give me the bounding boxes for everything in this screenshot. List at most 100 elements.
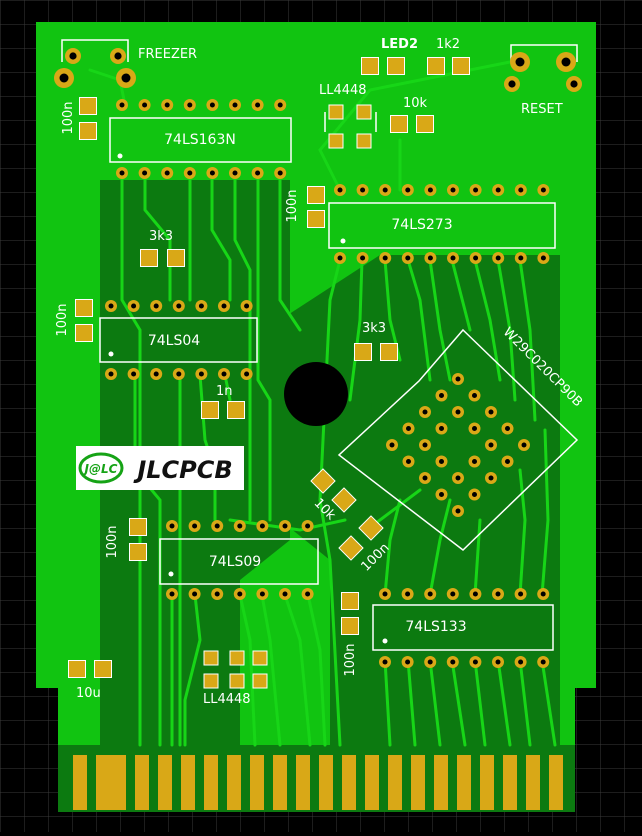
label-ll4448-top: LL4448 bbox=[319, 83, 367, 98]
connector-finger bbox=[480, 755, 494, 810]
pad-drill bbox=[108, 371, 114, 377]
pad-drill bbox=[422, 442, 428, 448]
connector-finger bbox=[250, 755, 264, 810]
smd-pad bbox=[341, 617, 359, 635]
label-74ls273: 74LS273 bbox=[391, 217, 452, 233]
pad-drill bbox=[450, 187, 456, 193]
pad-drill bbox=[439, 393, 444, 398]
pad-drill bbox=[360, 187, 366, 193]
label-3k3-mid: 3k3 bbox=[362, 321, 386, 336]
freezer-switch-outline bbox=[61, 39, 129, 62]
pad-drill bbox=[232, 102, 238, 108]
label-74ls04: 74LS04 bbox=[148, 333, 200, 349]
pad-drill bbox=[495, 187, 501, 193]
pad-drill bbox=[119, 102, 125, 108]
pad-drill bbox=[540, 187, 546, 193]
smd-pad bbox=[79, 122, 97, 140]
pad-drill bbox=[360, 255, 366, 261]
pad-drill bbox=[119, 170, 125, 176]
pad-drill bbox=[305, 591, 311, 597]
pad-drill bbox=[450, 659, 456, 665]
pad-drill bbox=[198, 303, 204, 309]
label-ll4448-bottom: LL4448 bbox=[203, 692, 251, 707]
pad-drill bbox=[518, 591, 524, 597]
pad-drill bbox=[540, 255, 546, 261]
pad-drill bbox=[114, 52, 122, 60]
pad-drill bbox=[540, 591, 546, 597]
pad-drill bbox=[187, 170, 193, 176]
pad-drill bbox=[214, 591, 220, 597]
pad-drill bbox=[337, 255, 343, 261]
label-100n-3: 100n bbox=[55, 303, 70, 336]
pad-drill bbox=[221, 303, 227, 309]
logo-mark: J@LC bbox=[83, 462, 118, 476]
pad-drill bbox=[282, 523, 288, 529]
pad-drill bbox=[192, 523, 198, 529]
label-reset: RESET bbox=[521, 102, 563, 117]
pad-drill bbox=[305, 523, 311, 529]
pad-drill bbox=[405, 659, 411, 665]
pad-drill bbox=[472, 459, 477, 464]
pad-drill bbox=[131, 371, 137, 377]
connector-finger bbox=[342, 755, 356, 810]
pad-drill bbox=[495, 659, 501, 665]
smd-pad bbox=[356, 133, 372, 149]
pad-drill bbox=[237, 523, 243, 529]
pad-drill bbox=[169, 591, 175, 597]
pad-drill bbox=[405, 591, 411, 597]
connector-finger bbox=[457, 755, 471, 810]
pad-drill bbox=[187, 102, 193, 108]
connector-finger bbox=[319, 755, 333, 810]
traces bbox=[88, 58, 557, 747]
pad-drill bbox=[472, 492, 477, 497]
pad-drill bbox=[142, 102, 148, 108]
pad-drill bbox=[495, 255, 501, 261]
pad-drill bbox=[455, 376, 461, 382]
smd-pad bbox=[390, 115, 408, 133]
smd-pad bbox=[227, 401, 245, 419]
pad-drill bbox=[488, 475, 494, 481]
pad-drill bbox=[282, 591, 288, 597]
pad-drill bbox=[427, 659, 433, 665]
pad-drill bbox=[153, 371, 159, 377]
pad-drill bbox=[508, 80, 516, 88]
pad-drill bbox=[422, 475, 428, 481]
pad-drill bbox=[259, 523, 265, 529]
smd-pad bbox=[203, 650, 219, 666]
pad-drill bbox=[169, 523, 175, 529]
pad-drill bbox=[153, 303, 159, 309]
pad-drill bbox=[450, 591, 456, 597]
label-100n-2: 100n bbox=[285, 189, 300, 222]
label-10k-top: 10k bbox=[403, 96, 428, 111]
label-led2: LED2 bbox=[381, 37, 418, 52]
pad-drill bbox=[455, 475, 461, 481]
connector-finger bbox=[549, 755, 563, 810]
pad-drill bbox=[244, 371, 250, 377]
pad-drill bbox=[108, 303, 114, 309]
pad-drill bbox=[439, 426, 444, 431]
smd-pad bbox=[68, 660, 86, 678]
label-100n-1: 100n bbox=[61, 101, 76, 134]
ic-74ls04-outline bbox=[99, 317, 258, 363]
pad-drill bbox=[237, 591, 243, 597]
pad-drill bbox=[521, 442, 527, 448]
pad-drill bbox=[221, 371, 227, 377]
pad-drill bbox=[382, 255, 388, 261]
pad-drill bbox=[472, 426, 477, 431]
pad-drill bbox=[472, 659, 478, 665]
pad-drill bbox=[277, 102, 283, 108]
silkscreen bbox=[61, 39, 579, 651]
ic-w29c020-outline bbox=[337, 328, 579, 551]
smd-pad bbox=[203, 673, 219, 689]
connector-finger bbox=[388, 755, 402, 810]
smd-pad bbox=[331, 487, 357, 513]
pad-drill bbox=[164, 102, 170, 108]
smd-pad bbox=[140, 249, 158, 267]
pad-drill bbox=[192, 591, 198, 597]
pad-drill bbox=[427, 187, 433, 193]
pad-drill bbox=[209, 102, 215, 108]
pad-drill bbox=[131, 303, 137, 309]
pad-drill bbox=[337, 187, 343, 193]
